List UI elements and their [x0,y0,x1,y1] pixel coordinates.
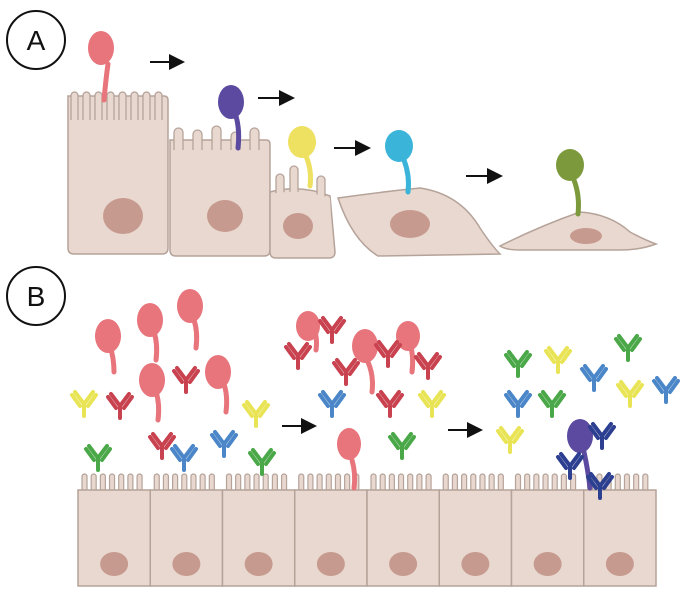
flattening-cell [337,187,502,257]
receptor-red-icon [88,31,114,103]
y-antibody-icon [616,380,644,408]
panel-b-epithelium [77,473,657,587]
y-antibody-icon [318,316,346,344]
nucleus [103,198,143,234]
svg-text:A: A [27,25,46,56]
receptor-red-icon [396,321,420,375]
y-antibody-icon [556,452,584,480]
receptor-olive-icon [556,149,584,217]
panel-label-a: A [6,10,66,70]
y-antibody-icon [614,334,642,362]
receptor-red-icon [296,311,320,353]
receptor-yellow-icon [288,126,316,189]
receptor-red-icon [95,319,121,375]
nucleus [172,552,201,576]
nucleus [461,552,490,576]
receptor-red-icon [352,329,378,395]
panel-b-arrows [282,418,483,438]
nucleus [533,552,562,576]
y-antibody-icon [242,400,270,428]
y-antibody-icon [84,444,112,472]
columnar-cell-short-villi [169,125,271,257]
y-antibody-icon [376,390,404,418]
y-antibody-icon [544,346,572,374]
y-antibody-icon [652,376,680,404]
panel-label-b: B [6,266,66,326]
panel-b-receptors-group-2 [296,311,420,491]
nucleus [283,213,313,239]
y-antibody-icon [148,432,176,460]
nucleus [100,552,129,576]
y-antibody-icon [538,390,566,418]
columnar-cell [67,91,169,255]
panel-a-arrows [150,54,503,184]
nucleus [570,228,602,244]
y-antibody-icon [580,364,608,392]
y-antibody-icon [170,444,198,472]
y-antibody-icon [284,342,312,370]
y-antibody-icon [586,472,614,500]
y-antibody-icon [248,448,276,476]
y-antibody-icon [588,422,616,450]
receptor-cyan-icon [385,130,413,195]
receptor-red-icon [177,289,203,351]
panel-b-receptor-purple [567,419,593,491]
receptor-red-icon [337,428,361,491]
nucleus [605,552,634,576]
receptor-red-icon [205,355,231,415]
y-antibody-icon [388,432,416,460]
antibodies [70,316,680,500]
y-antibody-icon [332,358,360,386]
y-antibody-icon [172,366,200,394]
receptor-red-icon [137,303,163,363]
y-antibody-icon [418,390,446,418]
receptor-purple-icon [218,85,244,151]
receptor-red-icon [139,363,165,423]
y-antibody-icon [70,390,98,418]
receptor-purple-icon [567,419,593,491]
nucleus [390,210,430,238]
microvilli [70,91,163,125]
y-antibody-icon [504,350,532,378]
panel-a-cells [67,91,659,259]
nucleus [316,552,345,576]
y-antibody-icon [504,390,532,418]
y-antibody-icon [106,392,134,420]
y-antibody-icon [374,340,402,368]
spindle-cell [498,211,659,251]
nucleus [244,552,273,576]
panel-a-receptors [88,31,584,217]
y-antibody-icon [414,352,442,380]
cuboidal-cell [269,165,336,259]
nucleus [207,200,243,232]
panel-b-receptors-group-1 [95,289,231,423]
svg-text:B: B [27,281,46,312]
nucleus [389,552,418,576]
y-antibody-icon [318,390,346,418]
y-antibody-icon [496,426,524,454]
y-antibody-icon [210,430,238,458]
